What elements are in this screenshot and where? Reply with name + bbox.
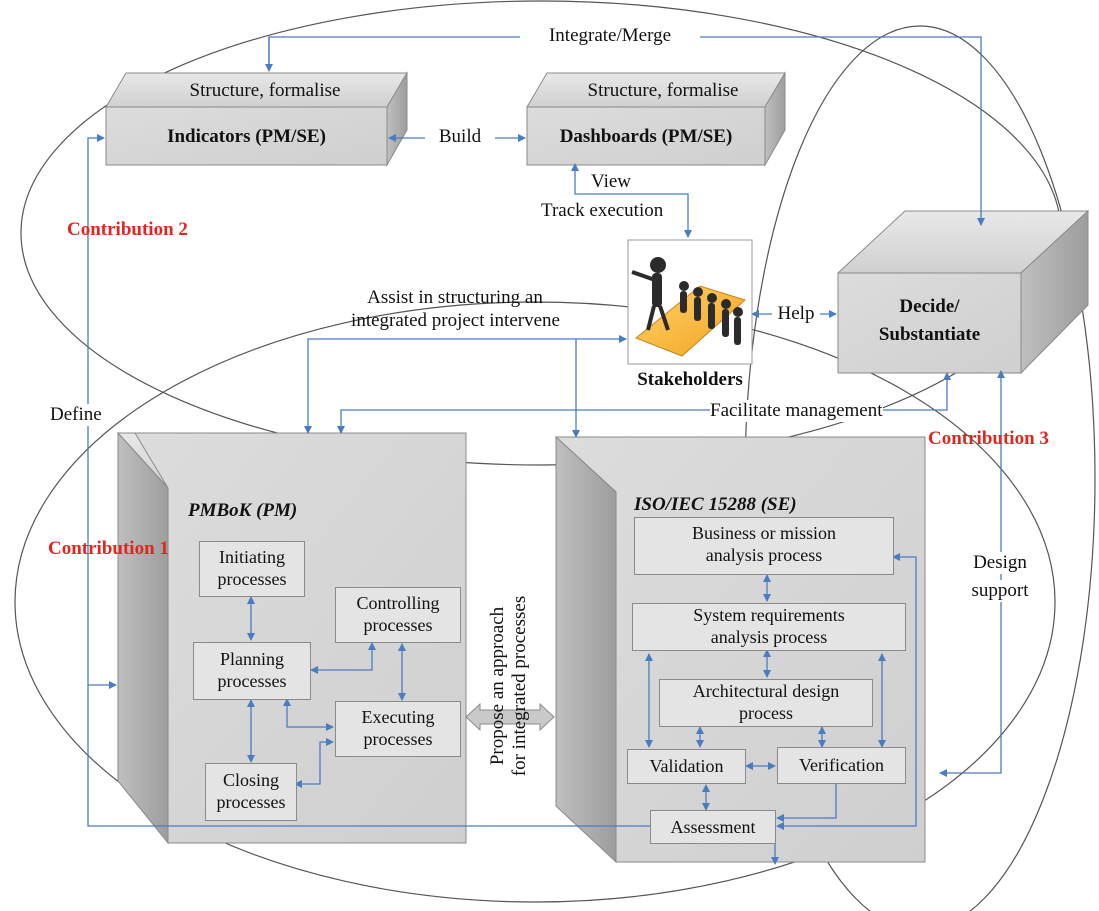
design-support-line2: support bbox=[960, 580, 1040, 602]
dashboards-title: Dashboards (PM/SE) bbox=[559, 126, 733, 147]
dashboards-top-label: Structure, formalise bbox=[587, 80, 739, 101]
controlling-processes-box: Controlling processes bbox=[335, 587, 461, 643]
verification-box: Verification bbox=[777, 747, 906, 784]
track-execution-label: Track execution bbox=[541, 200, 664, 221]
build-label: Build bbox=[425, 126, 495, 148]
contribution2-label: Contribution 2 bbox=[67, 219, 188, 240]
closing-processes-box: Closing processes bbox=[205, 763, 297, 821]
decide-label-line2: Substantiate bbox=[878, 324, 981, 345]
business-mission-box: Business or mission analysis process bbox=[634, 517, 894, 575]
assist-label-line2: integrated project intervene bbox=[351, 310, 560, 331]
design-support-line1: Design bbox=[960, 552, 1040, 574]
planning-processes-box: Planning processes bbox=[193, 642, 311, 700]
validation-text: Validation bbox=[649, 756, 724, 776]
planning-line2: processes bbox=[217, 671, 287, 691]
propose-approach-label: Propose an approach for integrated proce… bbox=[487, 578, 533, 794]
indicators-top-label: Structure, formalise bbox=[189, 80, 341, 101]
verification-text: Verification bbox=[799, 755, 884, 775]
decide-label-line1: Decide/ bbox=[899, 296, 960, 317]
help-label: Help bbox=[772, 303, 820, 325]
initiating-line1: Initiating bbox=[219, 547, 285, 567]
contribution3-label: Contribution 3 bbox=[928, 428, 1049, 449]
arch-line1: Architectural design bbox=[692, 681, 840, 701]
planning-line1: Planning bbox=[219, 649, 284, 669]
pmbok-title: PMBoK (PM) bbox=[188, 500, 298, 521]
closing-line2: processes bbox=[216, 792, 286, 812]
assessment-box: Assessment bbox=[650, 810, 776, 844]
closing-line1: Closing bbox=[222, 770, 279, 790]
controlling-line2: processes bbox=[363, 615, 433, 635]
validation-box: Validation bbox=[627, 749, 746, 784]
business-line2: analysis process bbox=[705, 545, 823, 565]
assist-label-line1: Assist in structuring an bbox=[367, 287, 543, 308]
propose-line1: Propose an approach bbox=[487, 606, 508, 766]
executing-processes-box: Executing processes bbox=[335, 701, 461, 757]
system-requirements-box: System requirements analysis process bbox=[632, 603, 906, 651]
stakeholders-label: Stakeholders bbox=[637, 369, 743, 390]
define-label: Define bbox=[50, 404, 102, 426]
arch-line2: process bbox=[739, 703, 793, 723]
executing-line1: Executing bbox=[361, 707, 435, 727]
sysreq-line2: analysis process bbox=[710, 627, 828, 647]
decide-box bbox=[836, 209, 1090, 375]
facilitate-management-label: Facilitate management bbox=[710, 400, 883, 422]
assessment-text: Assessment bbox=[670, 817, 756, 837]
propose-line2: for integrated processes bbox=[509, 595, 530, 777]
contribution1-label: Contribution 1 bbox=[48, 538, 169, 559]
indicators-title: Indicators (PM/SE) bbox=[167, 126, 326, 147]
initiating-processes-box: Initiating processes bbox=[199, 541, 305, 597]
sysreq-line1: System requirements bbox=[693, 605, 845, 625]
business-line1: Business or mission bbox=[691, 523, 837, 543]
architectural-design-box: Architectural design process bbox=[659, 679, 873, 727]
view-label: View bbox=[591, 171, 632, 192]
initiating-line2: processes bbox=[217, 569, 287, 589]
controlling-line1: Controlling bbox=[356, 593, 440, 613]
integrate-merge-label: Integrate/Merge bbox=[520, 25, 700, 47]
stakeholders-icon bbox=[627, 239, 753, 365]
iso-title: ISO/IEC 15288 (SE) bbox=[634, 494, 797, 515]
executing-line2: processes bbox=[363, 729, 433, 749]
